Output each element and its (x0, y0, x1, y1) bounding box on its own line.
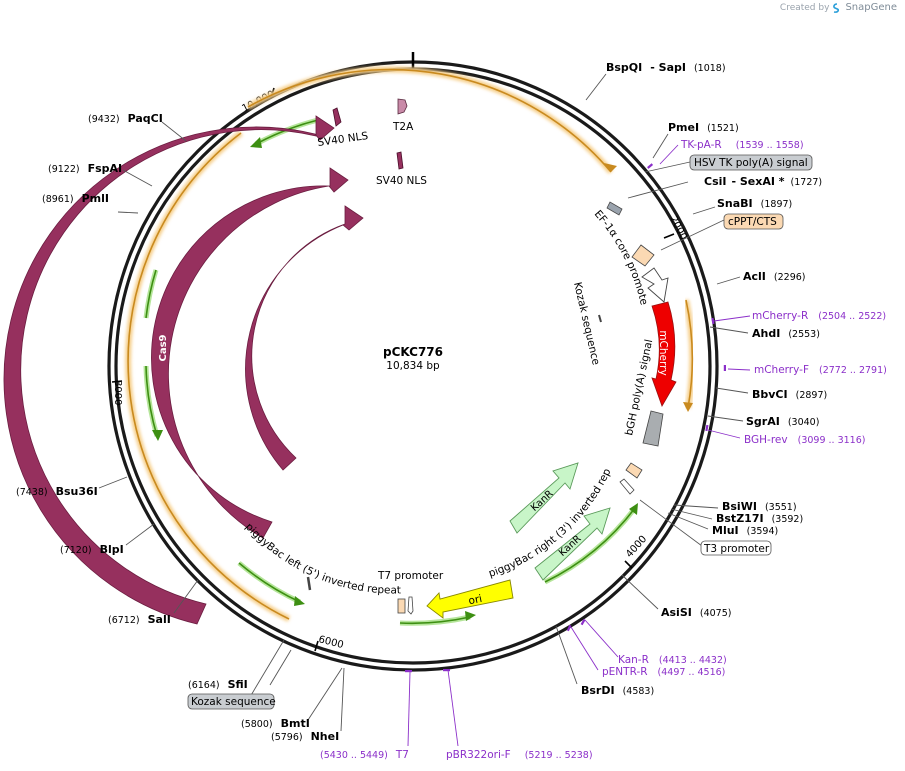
hsv-tk-polya-box (689, 154, 813, 171)
kozak-bottom-mark (306, 576, 312, 591)
sv40-nls-feature-2 (396, 151, 404, 170)
enzyme-bsu36i: (7438)Bsu36I (16, 485, 98, 498)
primer-pentr-r: pENTR-R(4497 .. 4516) (602, 666, 725, 678)
boxed-labels: HSV TK poly(A) signal cPPT/CTS T3 promot… (187, 154, 813, 710)
primer-mcherry-r: mCherry-R(2504 .. 2522) (752, 310, 886, 322)
boxed-label-leaders (639, 161, 725, 547)
tick-label-8000: 8000 (112, 380, 123, 405)
enzyme-csii: CsiI- SexAI *(1727) (704, 175, 822, 188)
primer-bgh-rev: BGH-rev(3099 .. 3116) (744, 434, 865, 446)
primer-tk-pa-r: TK-pA-R(1539 .. 1558) (680, 139, 804, 151)
cas9-arc-middle (151, 167, 349, 539)
t3-promoter-feature (619, 478, 635, 495)
enzyme-asisi: AsiSI(4075) (661, 606, 731, 619)
kanr-arrow-2 (534, 507, 611, 581)
enzyme-blpi: (7120)BlpI (60, 543, 124, 556)
cppt-cts-box (723, 213, 784, 230)
primer-markers (405, 163, 726, 673)
tick-4000 (624, 560, 633, 569)
enzyme-pmli: (8961)PmlI (42, 192, 109, 205)
t7-promoter-label: T7 promoter (377, 570, 444, 582)
enzyme-acli: AclI(2296) (743, 270, 806, 283)
kozak-sequence-box (187, 693, 275, 710)
watermark-prefix: Created by (779, 2, 830, 13)
cas9-label-3: Cas9 (252, 338, 263, 365)
kozak-inner-mark (598, 314, 602, 323)
kozak-sequence-label: Kozak sequence (191, 696, 276, 708)
ori-label: ori (467, 593, 483, 608)
enzyme-bsiwi: BsiWI(3551) (722, 500, 797, 513)
orf-arc-left (127, 132, 290, 620)
primer-kan-r: Kan-R(4413 .. 4432) (618, 654, 727, 666)
enzyme-leader-lines (98, 73, 749, 732)
enzyme-mlui: MluI(3594) (712, 524, 778, 537)
kanr-arrow-1 (509, 462, 579, 534)
sv40-nls-label-2: SV40 NLS (376, 175, 427, 187)
enzyme-bstz17i: BstZ17I(3592) (716, 512, 803, 525)
orf-arc-right (685, 299, 694, 409)
tick-8000 (111, 380, 123, 383)
mcherry-label: mCherry (657, 330, 669, 375)
ef1a-promoter-arrow (641, 267, 669, 303)
watermark: Created by SnapGene (780, 2, 897, 13)
cas9-arc-outer (3, 115, 335, 625)
orf-orange-arcs (125, 66, 696, 622)
kozak-inner-label: Kozak sequence (571, 281, 602, 366)
enzyme-sgrai: SgrAI(3040) (746, 415, 819, 428)
t3-promoter-label: T3 promoter (703, 543, 770, 555)
tick-2000 (663, 233, 675, 239)
t2a-feature (397, 98, 408, 115)
enzyme-ahdi: AhdI(2553) (752, 327, 820, 340)
primer-leader-lines (407, 144, 751, 747)
t7-promoter-feature (407, 596, 414, 615)
cppt-feature (631, 244, 655, 267)
enzyme-sfii: (6164)SfiI (188, 678, 248, 691)
cppt-cts-label: cPPT/CTS (728, 216, 777, 228)
plasmid-size: 10,834 bp (386, 360, 440, 372)
enzyme-paqci: (9432)PaqCI (88, 112, 163, 125)
bottom-features: ori T7 promoter (306, 570, 514, 619)
enzyme-sali: (6712)SalI (108, 613, 171, 626)
t2a-label: T2A (392, 121, 414, 133)
bgh-polya-feature (642, 410, 664, 447)
cas9-label-2: Cas9 (210, 338, 221, 365)
enzyme-bsrdi: BsrDI(4583) (581, 684, 654, 697)
orf-green-bottom-right (544, 507, 636, 583)
enzyme-bbvci: BbvCI(2897) (752, 388, 827, 401)
enzyme-snabi: SnaBI(1897) (717, 197, 792, 210)
cas9-label-1: Cas9 (158, 334, 169, 361)
tick-6000 (314, 640, 319, 652)
cas9-features: Cas9 Cas9 Cas9 (3, 115, 364, 625)
snapgene-logo-icon (833, 2, 840, 13)
orf-arc-top (247, 68, 612, 173)
primer-mcherry-f: mCherry-F(2772 .. 2791) (754, 364, 887, 376)
primer-t7: (5430 .. 5449)T7 (320, 749, 409, 761)
orf-green-upper-left (145, 269, 157, 319)
hsv-tk-polya-label: HSV TK poly(A) signal (694, 157, 808, 169)
enzyme-fspai: (9122)FspAI (48, 162, 122, 175)
mcherry-feature (651, 301, 677, 407)
enzyme-nhei: (5796)NheI (271, 730, 339, 743)
orf-green-arrows (143, 117, 638, 626)
tick-label-4000: 4000 (624, 534, 649, 560)
ef1a-label: EF-1α core promoter (0, 0, 650, 306)
enzyme-bmti: (5800)BmtI (241, 717, 310, 730)
ori-feature (426, 579, 514, 619)
hsv-tk-polya-feature (606, 201, 623, 216)
primer-pbr322ori-f: pBR322ori-F(5219 .. 5238) (446, 749, 593, 761)
pb-left-ir-feature (397, 598, 406, 614)
watermark-brand: SnapGene (845, 2, 897, 13)
sv40-nls-feature-1 (332, 107, 342, 127)
enzyme-pmei: PmeI(1521) (668, 121, 739, 134)
enzyme-labels: BspQI- SapI(1018) PmeI(1521) CsiI- SexAI… (16, 61, 827, 743)
primer-labels: TK-pA-R(1539 .. 1558) mCherry-R(2504 .. … (320, 139, 887, 761)
cas9-arc-inner (245, 205, 364, 471)
t3-promoter-box (700, 540, 772, 556)
enzyme-bspqi: BspQI- SapI(1018) (606, 61, 726, 74)
plasmid-name: pCKC776 (383, 345, 443, 359)
pb-right-ir-feature (625, 462, 643, 479)
